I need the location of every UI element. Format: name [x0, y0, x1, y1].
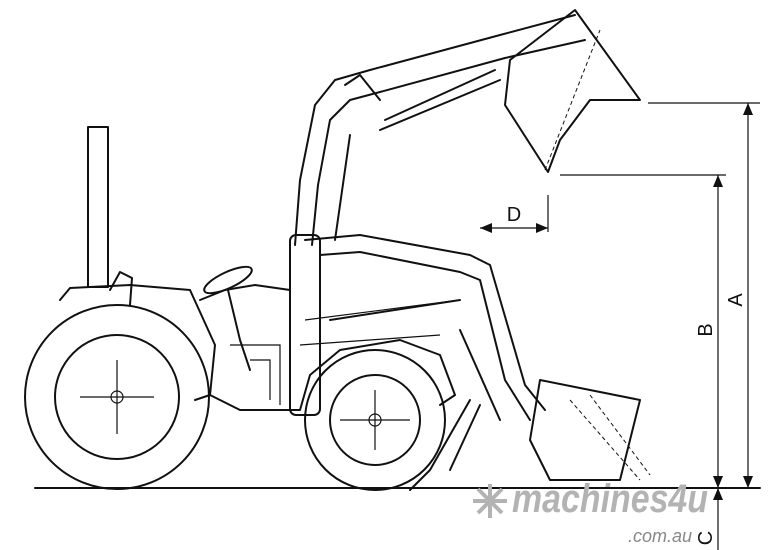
front-wheel — [304, 349, 446, 491]
dimension-a-label: A — [725, 293, 747, 307]
dimension-b: B — [560, 174, 726, 488]
dimension-a: A — [648, 102, 760, 488]
dimension-d: D — [480, 195, 549, 233]
dimension-d-label: D — [507, 204, 521, 226]
watermark-logo: machines4u .com.au — [473, 477, 708, 546]
watermark-domain: .com.au — [628, 526, 692, 546]
watermark-brand: machines4u — [512, 477, 708, 521]
dimension-c-label: C — [695, 531, 717, 545]
dimension-b-label: B — [695, 323, 717, 336]
asterisk-logo-icon — [473, 484, 507, 518]
loader-arm-raised — [294, 9, 641, 246]
tractor-body — [59, 126, 461, 411]
rear-wheel — [24, 304, 210, 490]
loader-arm-lowered — [289, 234, 651, 491]
dimension-c: C — [695, 488, 723, 550]
